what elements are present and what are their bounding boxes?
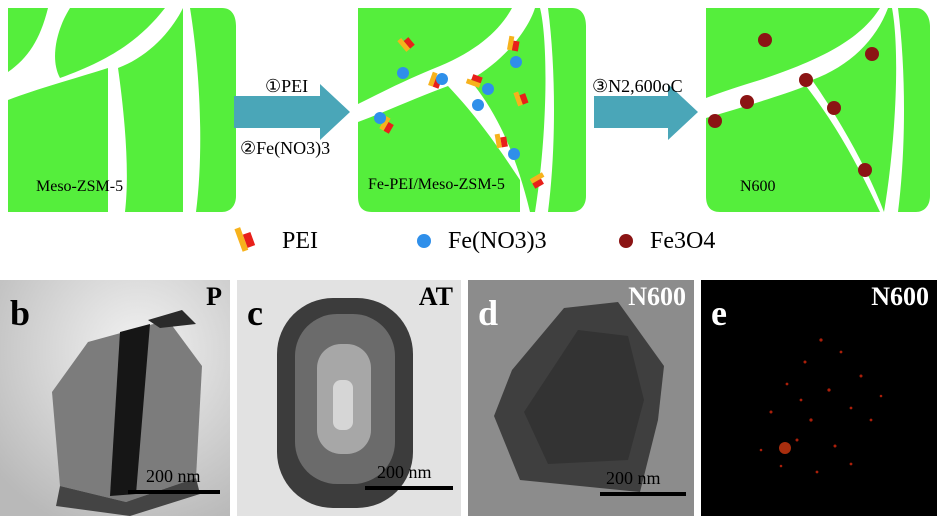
step-1-label: ①PEI (265, 76, 309, 96)
scheme-svg (8, 8, 930, 252)
micrograph-e: e N600 (701, 280, 937, 516)
box-label-n600: N600 (740, 178, 776, 195)
legend-pei-icon (234, 227, 256, 252)
step-2-label: ②Fe(NO3)3 (240, 138, 331, 158)
panel-c-tag: AT (418, 282, 453, 311)
panel-d-letter: d (478, 293, 499, 333)
box-label-meso-zsm5: Meso-ZSM-5 (36, 178, 124, 195)
micrograph-b: b P 200 nm (0, 280, 230, 516)
legend-fe-nitrate-icon (417, 234, 431, 248)
panel-d-tag: N600 (628, 282, 686, 311)
step-arrow-1 (234, 84, 350, 140)
panel-e-letter: e (711, 293, 727, 333)
step-arrow-2 (594, 84, 698, 140)
legend-pei-label: PEI (282, 228, 318, 254)
pei-and-fe-decorations (374, 35, 545, 189)
scale-bar-b (128, 490, 220, 494)
panel-b-tag: P (206, 282, 222, 311)
scale-label-c: 200 nm (377, 462, 432, 482)
legend-fe-nitrate-label: Fe(NO3)3 (448, 228, 547, 254)
panel-c-letter: c (247, 293, 263, 333)
panel-e-tag: N600 (871, 282, 929, 311)
micrograph-c: c AT 200 nm (237, 280, 461, 516)
legend-fe3o4-icon (619, 234, 633, 248)
zeolite-pristine (8, 8, 236, 212)
zeolite-loaded (358, 8, 586, 212)
scale-bar-d (600, 492, 686, 496)
box-label-fe-pei: Fe-PEI/Meso-ZSM-5 (368, 176, 505, 193)
fe3o4-particles (708, 33, 879, 177)
step-3-label: ③N2,600oC (592, 76, 683, 96)
scale-label-d: 200 nm (606, 468, 661, 488)
micrograph-d: d N600 200 nm (468, 280, 694, 516)
panel-b-letter: b (10, 293, 31, 333)
scale-bar-c (365, 486, 453, 490)
scale-label-b: 200 nm (146, 466, 201, 486)
legend-fe3o4-label: Fe3O4 (650, 228, 716, 254)
